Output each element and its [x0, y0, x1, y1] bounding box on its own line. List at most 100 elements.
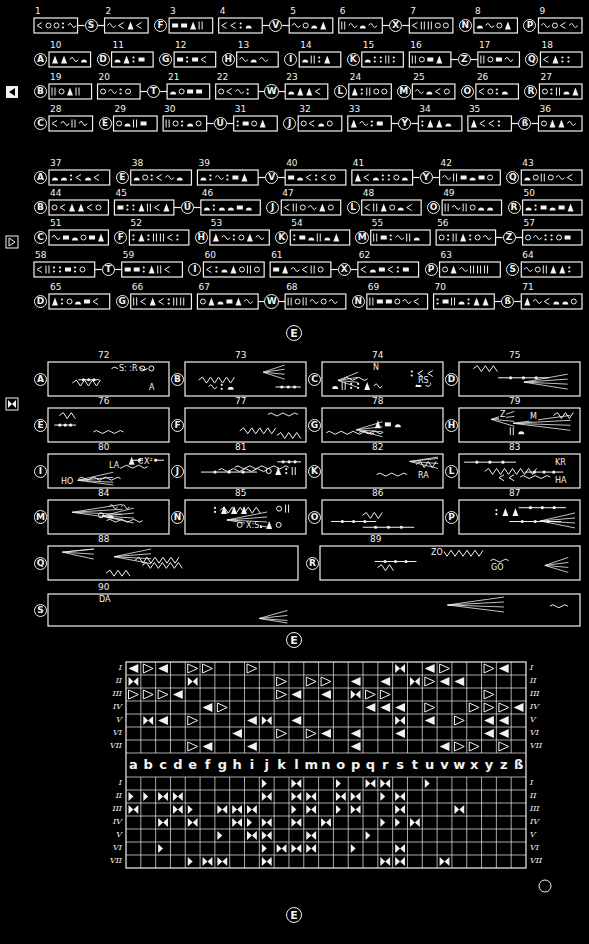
notation-glyph	[377, 473, 407, 476]
letter-circle: G	[116, 295, 129, 308]
notation-glyph	[383, 560, 386, 563]
notation-glyph	[107, 515, 113, 518]
side-icon	[9, 238, 15, 246]
notation-glyph	[76, 175, 81, 181]
notation-glyph	[247, 805, 257, 814]
notation-glyph	[61, 122, 69, 126]
notation-glyph	[108, 24, 116, 28]
notation-glyph	[199, 377, 235, 383]
item-number: 77	[235, 397, 246, 406]
circle-letter: J	[271, 203, 274, 212]
notation-glyph	[299, 236, 305, 240]
symbol-box	[322, 362, 443, 396]
circle-letter: R	[309, 559, 316, 568]
notation-glyph	[488, 461, 491, 464]
notation-glyph	[390, 234, 392, 236]
notation-glyph	[293, 238, 295, 240]
symbol-box	[174, 52, 216, 67]
symbol-box	[197, 170, 258, 185]
notation-glyph	[410, 457, 438, 461]
notation-glyph	[126, 777, 526, 778]
notation-glyph	[188, 742, 198, 751]
notation-glyph	[380, 677, 390, 686]
notation-glyph	[318, 267, 323, 272]
item-number: 87	[509, 489, 520, 498]
notation-glyph	[109, 505, 117, 509]
notation-glyph	[306, 805, 316, 814]
symbol-box	[285, 84, 328, 99]
notation-glyph	[453, 234, 456, 242]
notation-glyph	[324, 56, 330, 64]
side-icon	[6, 398, 18, 410]
notation-glyph	[445, 124, 451, 127]
notation-glyph	[303, 23, 308, 28]
letter-circle: ß	[518, 117, 531, 130]
notation-glyph	[217, 302, 223, 305]
notation-glyph	[526, 208, 532, 211]
symbol-box	[234, 116, 278, 131]
notation-glyph	[126, 740, 526, 741]
notation-glyph	[511, 662, 512, 868]
symbol-letter: KR	[554, 459, 567, 467]
joining-dash	[278, 177, 285, 178]
notation-glyph	[428, 22, 431, 30]
circle-letter: J	[176, 467, 179, 476]
notation-glyph	[247, 716, 257, 725]
notation-glyph	[221, 270, 227, 273]
notation-glyph	[484, 703, 494, 712]
notation-glyph	[277, 729, 287, 738]
notation-glyph	[461, 176, 467, 180]
row-numeral: II	[116, 792, 122, 800]
notation-glyph	[374, 89, 379, 94]
notation-glyph	[357, 387, 359, 389]
circle-letter: Y	[423, 173, 430, 182]
notation-glyph	[479, 89, 484, 95]
notation-glyph	[302, 267, 307, 273]
notation-glyph	[240, 22, 242, 24]
notation-glyph	[135, 557, 179, 563]
notation-glyph	[320, 22, 326, 30]
notation-glyph	[427, 58, 433, 62]
notation-glyph	[568, 204, 574, 212]
notation-glyph	[425, 677, 435, 686]
symbol-box	[468, 116, 512, 131]
notation-glyph	[330, 175, 335, 180]
symbol-box	[289, 18, 333, 33]
notation-glyph	[192, 58, 198, 62]
notation-glyph	[213, 470, 216, 473]
item-number: 64	[522, 251, 533, 260]
notation-glyph	[235, 466, 289, 469]
notation-glyph	[157, 175, 162, 181]
notation-symbols	[201, 460, 301, 475]
notation-glyph	[209, 385, 217, 389]
notation-glyph	[293, 234, 295, 236]
notation-glyph	[67, 299, 72, 304]
notation-glyph	[393, 60, 395, 62]
row-numeral: VII	[530, 857, 542, 865]
notation-symbols	[259, 597, 568, 623]
circle-letter: F	[174, 421, 180, 430]
symbol-box	[114, 200, 173, 215]
item-number: 3	[170, 7, 176, 16]
notation-glyph	[436, 298, 438, 300]
alphabet-letter: t	[412, 758, 418, 771]
symbol-box	[440, 262, 501, 277]
circle-letter: ß	[522, 119, 528, 128]
notation-glyph	[228, 387, 234, 390]
item-number: 30	[164, 105, 175, 114]
letter-circle: N	[171, 511, 184, 524]
item-number: 55	[372, 219, 383, 228]
joining-dash	[413, 177, 420, 178]
notation-symbols	[213, 234, 264, 242]
side-icon	[8, 400, 16, 408]
notation-glyph	[259, 610, 287, 618]
notation-symbols	[526, 204, 574, 212]
notation-glyph	[176, 238, 178, 240]
notation-glyph	[246, 26, 252, 29]
item-number: 66	[132, 283, 143, 292]
circle-letter: I	[39, 467, 42, 476]
item-number: 54	[291, 219, 302, 228]
notation-glyph	[469, 742, 479, 751]
circle-letter: F	[118, 233, 124, 242]
notation-glyph	[217, 857, 227, 866]
